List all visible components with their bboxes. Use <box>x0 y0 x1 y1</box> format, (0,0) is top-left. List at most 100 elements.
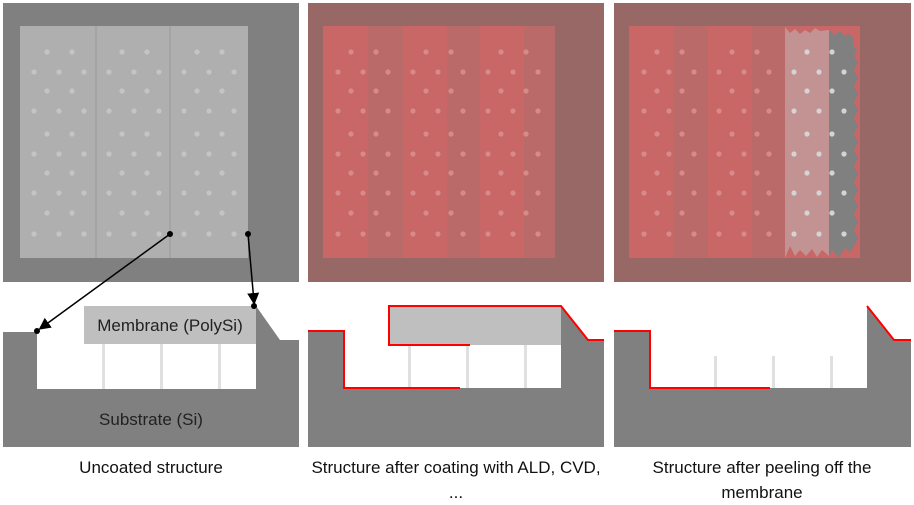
etch-hole <box>56 69 62 75</box>
etch-hole <box>156 190 162 196</box>
etch-hole <box>754 210 760 216</box>
etch-hole <box>448 49 454 55</box>
etch-hole <box>81 108 87 114</box>
etch-hole <box>654 88 660 94</box>
etch-hole <box>206 231 212 237</box>
etch-hole <box>804 210 810 216</box>
etch-hole <box>119 210 125 216</box>
etch-hole <box>219 49 225 55</box>
etch-hole <box>106 190 112 196</box>
strip <box>752 26 785 258</box>
etch-hole <box>106 108 112 114</box>
etch-hole <box>119 131 125 137</box>
etch-hole <box>523 210 529 216</box>
etch-hole <box>654 131 660 137</box>
top-view-peeled <box>614 3 911 282</box>
strip <box>447 26 480 258</box>
pillar <box>160 344 163 389</box>
etch-hole <box>460 190 466 196</box>
cross-section-peeled <box>614 305 911 447</box>
membrane-top <box>20 26 248 258</box>
etch-hole <box>56 108 62 114</box>
etch-hole <box>385 151 391 157</box>
etch-hole <box>435 108 441 114</box>
etch-hole <box>485 108 491 114</box>
etch-hole <box>766 231 772 237</box>
etch-hole <box>131 69 137 75</box>
etch-hole <box>31 151 37 157</box>
etch-hole <box>691 151 697 157</box>
etch-hole <box>360 151 366 157</box>
strip <box>673 26 708 258</box>
etch-hole <box>156 151 162 157</box>
etch-hole <box>69 88 75 94</box>
pillar <box>102 344 105 389</box>
etch-hole <box>841 151 847 157</box>
etch-hole <box>729 131 735 137</box>
etch-hole <box>385 231 391 237</box>
etch-hole <box>206 69 212 75</box>
etch-hole <box>360 69 366 75</box>
etch-hole <box>535 231 541 237</box>
etch-hole <box>523 49 529 55</box>
cross-section-uncoated: Membrane (PolySi) Substrate (Si) <box>3 306 299 447</box>
etch-hole <box>81 69 87 75</box>
etch-hole <box>231 231 237 237</box>
etch-hole <box>716 69 722 75</box>
etch-hole <box>804 49 810 55</box>
top-view-coated <box>308 3 604 282</box>
etch-hole <box>144 49 150 55</box>
peeled-strip <box>785 27 829 258</box>
etch-hole <box>181 231 187 237</box>
etch-hole <box>373 88 379 94</box>
etch-hole <box>460 108 466 114</box>
pillar <box>408 345 411 388</box>
etch-hole <box>69 131 75 137</box>
pillar <box>772 356 775 388</box>
coating-layer <box>308 330 460 389</box>
coating-layer <box>866 305 911 341</box>
etch-hole <box>523 170 529 176</box>
etch-hole <box>348 210 354 216</box>
etch-holes <box>31 49 237 237</box>
etch-hole <box>460 151 466 157</box>
arrow-tip <box>34 328 40 334</box>
etch-hole <box>804 170 810 176</box>
etch-hole <box>373 170 379 176</box>
etch-hole <box>791 231 797 237</box>
etch-hole <box>498 49 504 55</box>
etch-hole <box>829 170 835 176</box>
etch-hole <box>348 170 354 176</box>
etch-hole <box>654 170 660 176</box>
etch-hole <box>741 69 747 75</box>
etch-hole <box>144 170 150 176</box>
etch-hole <box>654 210 660 216</box>
etch-hole <box>766 151 772 157</box>
strip <box>629 26 673 258</box>
etch-hole <box>206 151 212 157</box>
substrate <box>308 306 604 447</box>
etch-hole <box>231 190 237 196</box>
arrow-line <box>38 233 171 330</box>
etch-hole <box>641 108 647 114</box>
etch-hole <box>194 170 200 176</box>
etch-hole <box>144 131 150 137</box>
etch-hole <box>131 190 137 196</box>
caption-coated: Structure after coating with ALD, CVD, .… <box>311 458 601 502</box>
etch-hole <box>741 231 747 237</box>
etch-hole <box>44 88 50 94</box>
etch-hole <box>448 210 454 216</box>
etch-hole <box>360 108 366 114</box>
pillar <box>714 356 717 388</box>
pillar <box>830 356 833 388</box>
etch-hole <box>373 131 379 137</box>
etch-hole <box>816 190 822 196</box>
etch-hole <box>841 69 847 75</box>
etch-hole <box>498 210 504 216</box>
etch-hole <box>31 231 37 237</box>
caption-uncoated: Uncoated structure <box>79 458 223 477</box>
etch-hole <box>729 170 735 176</box>
etch-hole <box>56 151 62 157</box>
etch-hole <box>44 170 50 176</box>
